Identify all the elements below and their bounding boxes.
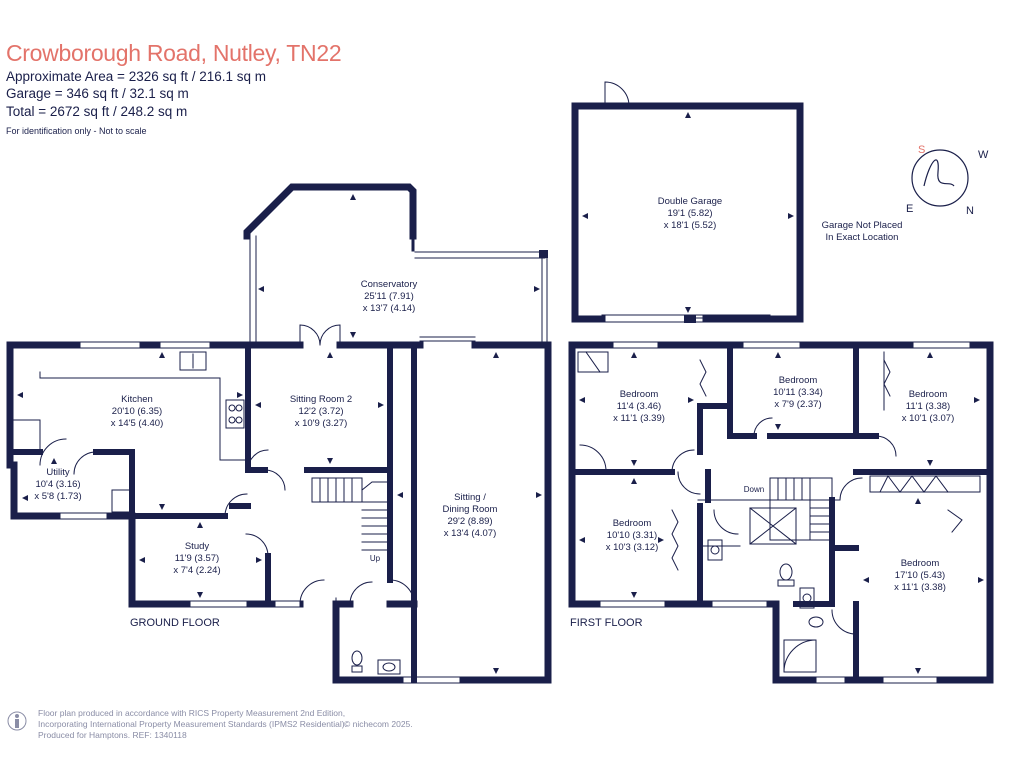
bedroom-5-name: Bedroom — [901, 558, 940, 569]
utility-dims-2: x 5'8 (1.73) — [34, 491, 81, 502]
disclaimer-text: For identification only - Not to scale — [6, 126, 147, 136]
bedroom-2-dims-1: 10'11 (3.34) — [773, 387, 823, 398]
utility-name: Utility — [46, 467, 69, 478]
bedroom-3-dims-1: 11'1 (3.38) — [906, 401, 950, 412]
conservatory-dims-1: 25'11 (7.91) — [364, 291, 414, 302]
sitting-room-2-name: Sitting Room 2 — [290, 394, 352, 405]
bedroom-4-dims-2: x 10'3 (3.12) — [606, 542, 659, 553]
study-name: Study — [185, 541, 210, 552]
bedroom-1-dims-2: x 11'1 (3.39) — [613, 413, 665, 424]
sitting-dining-dims-2: x 13'4 (4.07) — [444, 528, 497, 539]
ground-floor-walls — [6, 183, 552, 684]
footer-line-1: Floor plan produced in accordance with R… — [38, 708, 346, 718]
ground-floor-label: GROUND FLOOR — [130, 617, 220, 629]
garage-dims-2: x 18'1 (5.52) — [664, 220, 717, 231]
bedroom-3-name: Bedroom — [909, 389, 948, 400]
bedroom-5-dims-1: 17'10 (5.43) — [895, 570, 945, 581]
sitting-room-2-dims-1: 12'2 (3.72) — [298, 406, 343, 417]
approximate-area: Approximate Area = 2326 sq ft / 216.1 sq… — [6, 69, 267, 84]
bedroom-4-name: Bedroom — [613, 518, 652, 529]
conservatory-dims-2: x 13'7 (4.14) — [363, 303, 416, 314]
garage-name: Double Garage — [658, 196, 722, 207]
garage-note-2: In Exact Location — [826, 232, 899, 243]
compass-letter-s: S — [918, 144, 925, 156]
person-icon — [7, 711, 27, 731]
stairs-down-label: Down — [744, 485, 764, 494]
conservatory-name: Conservatory — [361, 279, 418, 290]
measurement-arrows — [17, 112, 984, 674]
first-floor-label: FIRST FLOOR — [570, 617, 643, 629]
sitting-dining-name-2: Dining Room — [443, 504, 498, 515]
bedroom-3-dims-2: x 10'1 (3.07) — [902, 413, 955, 424]
bedroom-2-dims-2: x 7'9 (2.37) — [774, 399, 821, 410]
first-floor-walls — [568, 341, 994, 684]
sitting-dining-dims-1: 29'2 (8.89) — [447, 516, 492, 527]
compass-letter-n: N — [966, 205, 974, 217]
kitchen-name: Kitchen — [121, 394, 153, 405]
compass-letter-w: W — [978, 149, 989, 161]
bedroom-1-dims-1: 11'4 (3.46) — [617, 401, 661, 412]
bedroom-4-dims-1: 10'10 (3.31) — [607, 530, 657, 541]
double-garage-walls — [571, 81, 804, 323]
garage-note-1: Garage Not Placed — [822, 220, 903, 231]
kitchen-dims-2: x 14'5 (4.40) — [111, 418, 164, 429]
bedroom-1-name: Bedroom — [620, 389, 659, 400]
study-dims-1: 11'9 (3.57) — [175, 553, 219, 564]
page-title: Crowborough Road, Nutley, TN22 — [6, 40, 342, 66]
compass-letter-e: E — [906, 203, 913, 215]
bedroom-2-name: Bedroom — [779, 375, 818, 386]
utility-dims-1: 10'4 (3.16) — [35, 479, 80, 490]
garage-dims-1: 19'1 (5.82) — [667, 208, 712, 219]
compass: S W E N — [906, 144, 989, 217]
kitchen-dims-1: 20'10 (6.35) — [112, 406, 162, 417]
bedroom-5-dims-2: x 11'1 (3.38) — [894, 582, 946, 593]
stairs-up-label: Up — [370, 554, 381, 563]
copyright-text: © nichecom 2025. — [344, 719, 413, 729]
total-area: Total = 2672 sq ft / 248.2 sq m — [6, 104, 188, 119]
footer-line-3: Produced for Hamptons. REF: 1340118 — [38, 730, 187, 740]
sitting-room-2-dims-2: x 10'9 (3.27) — [295, 418, 348, 429]
footer-line-2: Incorporating International Property Mea… — [38, 719, 347, 729]
sitting-dining-name-1: Sitting / — [454, 492, 486, 503]
garage-area: Garage = 346 sq ft / 32.1 sq m — [6, 86, 189, 101]
study-dims-2: x 7'4 (2.24) — [173, 565, 220, 576]
